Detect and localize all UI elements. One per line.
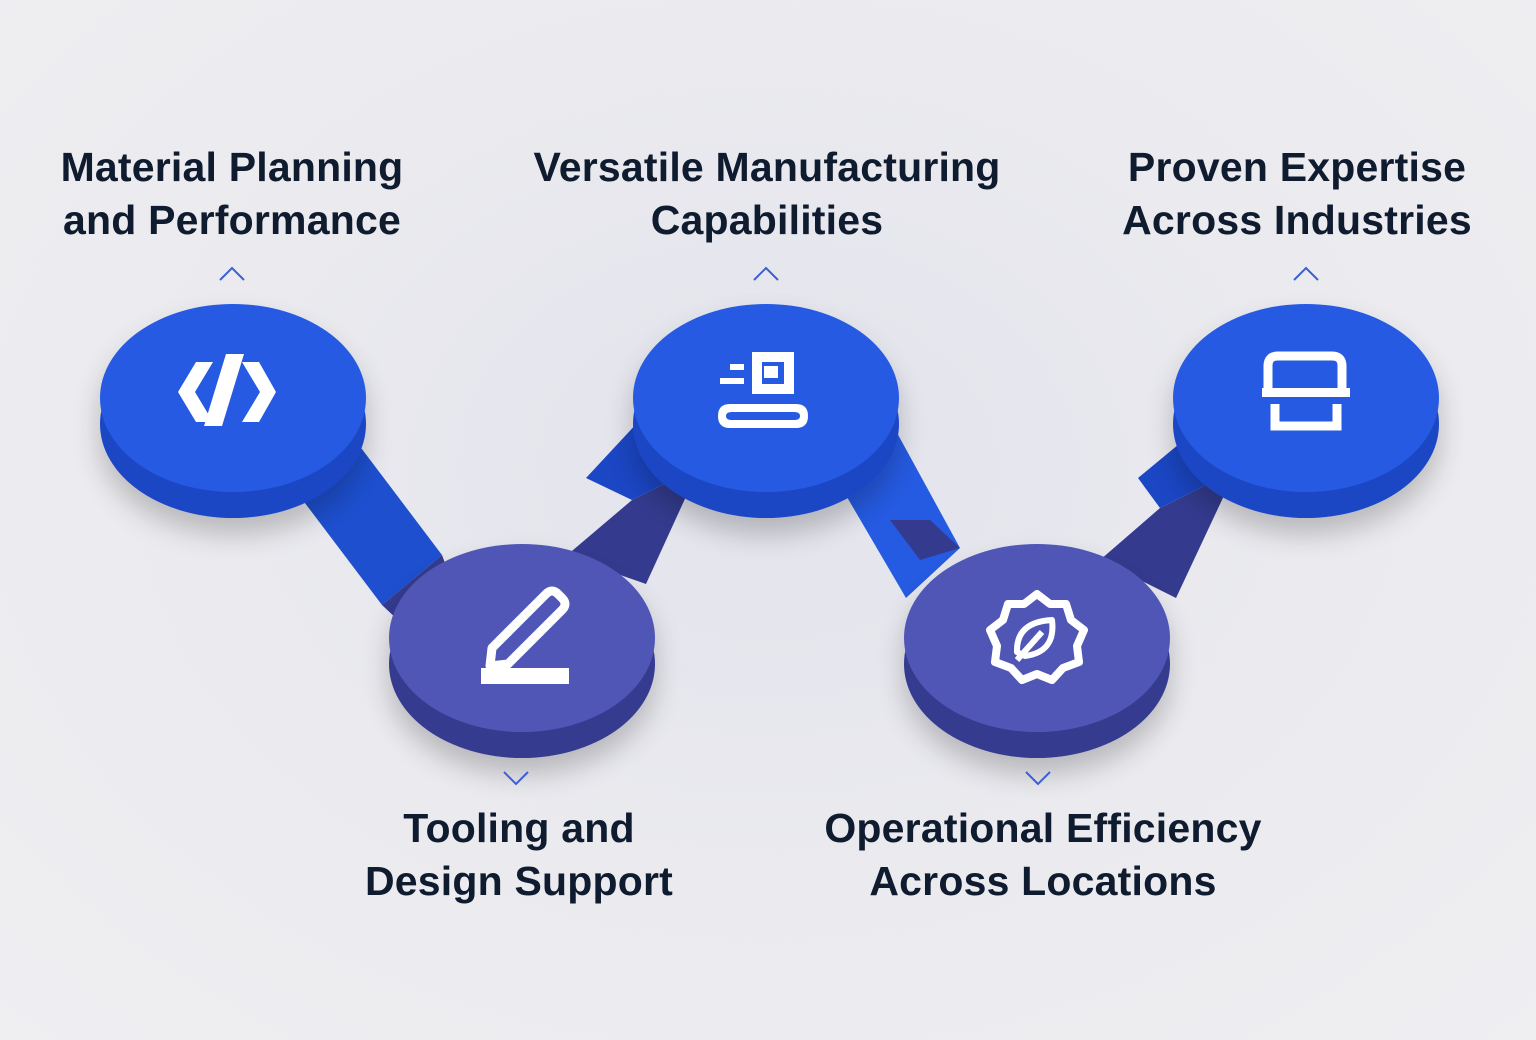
chevron-up-icon — [1293, 266, 1319, 281]
label-line: Capabilities — [650, 197, 884, 243]
scanner-icon — [1262, 351, 1350, 431]
node-proven — [1173, 304, 1439, 518]
node-material — [100, 304, 366, 518]
chevron-up-icon — [753, 266, 779, 281]
label-versatile: Versatile Manufacturing Capabilities — [467, 141, 1067, 247]
label-line: Proven Expertise — [1127, 144, 1467, 190]
conveyor-icon — [718, 352, 808, 428]
pencil-icon — [481, 586, 570, 684]
label-line: Material Planning — [60, 144, 404, 190]
label-line: Across Industries — [1122, 197, 1472, 243]
chevron-down-icon — [503, 771, 529, 786]
label-line: Design Support — [364, 858, 674, 904]
label-material: Material Planning and Performance — [0, 141, 532, 247]
chevron-up-icon — [219, 266, 245, 281]
chevron-down-icon — [1025, 771, 1051, 786]
label-operational: Operational Efficiency Across Locations — [743, 802, 1343, 908]
label-line: Tooling and — [403, 805, 635, 851]
leaf-badge-icon — [986, 590, 1088, 684]
label-line: Operational Efficiency — [824, 805, 1262, 851]
code-slash-icon — [178, 354, 276, 426]
node-tooling — [389, 544, 655, 758]
label-line: Versatile Manufacturing — [533, 144, 1001, 190]
label-proven: Proven Expertise Across Industries — [997, 141, 1536, 247]
label-tooling: Tooling and Design Support — [219, 802, 819, 908]
label-line: Across Locations — [869, 858, 1217, 904]
label-line: and Performance — [63, 197, 401, 243]
